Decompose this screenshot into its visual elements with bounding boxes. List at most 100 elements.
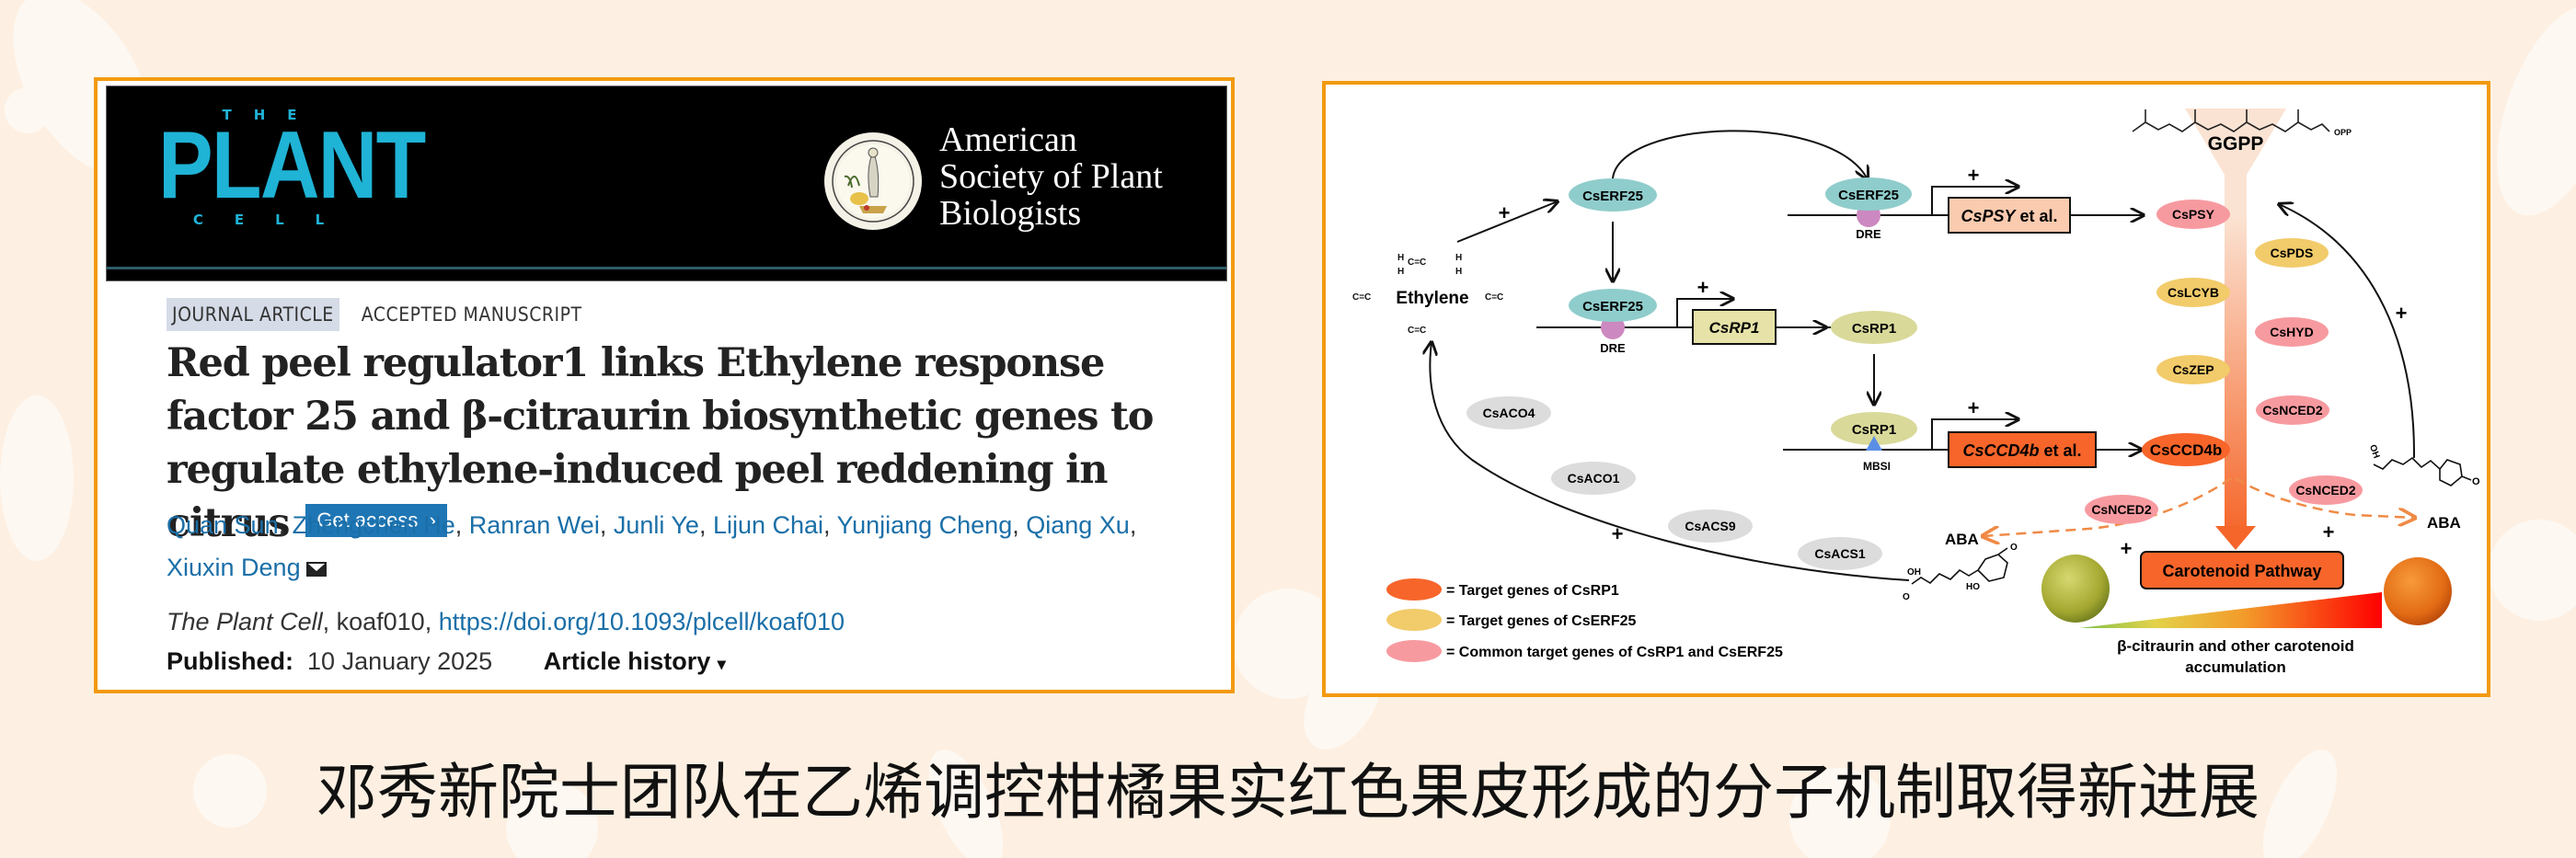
svg-text:CsRP1: CsRP1	[1852, 422, 1896, 438]
svg-text:= Common target genes of CsRP1: = Common target genes of CsRP1 and CsERF…	[1446, 645, 1783, 660]
cspsy-gene-box[interactable]	[1948, 197, 2071, 234]
article-title-text: Red peel regulator1 links Ethylene respo…	[167, 340, 1154, 546]
svg-text:CsERF25: CsERF25	[1582, 189, 1643, 204]
author-link[interactable]: Zhengchen He	[292, 511, 455, 539]
csrp1-protein[interactable]	[1831, 311, 1917, 344]
citation-line: The Plant Cell, koaf010, https://doi.org…	[167, 608, 845, 635]
green-fruit-image	[2041, 555, 2110, 623]
svg-text:CsCCD4b: CsCCD4b	[2150, 441, 2222, 459]
publication-info: Published: 10 January 2025 Article histo…	[167, 647, 726, 676]
csccd4b-gene-box[interactable]	[1948, 431, 2097, 468]
svg-text:CsERF25: CsERF25	[1582, 299, 1643, 315]
author-list: Quan Sun, Zhengchen He, Ranran Wei, Junl…	[167, 511, 1137, 581]
published-label: Published:	[167, 647, 294, 675]
svg-text:CsHYD: CsHYD	[2270, 325, 2313, 339]
svg-text:+: +	[2396, 302, 2408, 325]
svg-text:= Target genes of CsRP1: = Target genes of CsRP1	[1446, 583, 1619, 599]
svg-text:OH: OH	[2367, 443, 2381, 460]
svg-text:CsACS1: CsACS1	[1814, 546, 1865, 561]
enzyme-cshyd[interactable]	[2255, 317, 2329, 347]
cserf25-protein[interactable]	[1825, 177, 1912, 211]
journal-name: The Plant Cell	[167, 608, 323, 635]
ethylene-molecules: C=C C=C C=C C=C H H H H	[1352, 253, 1503, 336]
ggpp-label: GGPP	[2208, 133, 2264, 154]
svg-text:accumulation: accumulation	[2185, 658, 2286, 676]
svg-text:OH: OH	[1907, 567, 1921, 578]
svg-text:CsACS9: CsACS9	[1685, 519, 1735, 533]
aba-molecule-left	[1911, 547, 2008, 585]
svg-text:Carotenoid Pathway: Carotenoid Pathway	[2162, 562, 2321, 580]
svg-text:C=C: C=C	[1352, 292, 1371, 303]
author-link[interactable]: Xiuxin Deng	[167, 554, 301, 581]
svg-text:CsACO4: CsACO4	[1483, 406, 1535, 420]
author-link[interactable]: Junli Ye	[613, 511, 699, 539]
enzyme-csnced2-left[interactable]	[2085, 495, 2158, 524]
aspb-seal-icon[interactable]	[822, 131, 924, 232]
aba-label: ABA	[1945, 531, 1979, 548]
enzyme-cslcyb[interactable]	[2156, 278, 2230, 307]
svg-text:CsNCED2: CsNCED2	[2295, 483, 2356, 498]
enzyme-csacs1[interactable]	[1798, 537, 1882, 570]
doi-link[interactable]: https://doi.org/10.1093/plcell/koaf010	[438, 608, 845, 635]
mbsi-element	[1866, 436, 1882, 451]
aspb-name[interactable]: American Society of Plant Biologists	[939, 120, 1163, 233]
csrp1-protein[interactable]	[1831, 412, 1917, 445]
orange-fruit-image	[2384, 557, 2452, 625]
svg-text:CsRP1: CsRP1	[1852, 321, 1896, 337]
enzyme-csaco4[interactable]	[1466, 396, 1551, 429]
enzyme-cszep[interactable]	[2156, 355, 2230, 384]
dre-label: DRE	[1600, 341, 1626, 355]
email-icon[interactable]	[305, 562, 327, 577]
svg-text:O: O	[2472, 476, 2480, 487]
svg-text:CsCCD4b et al.: CsCCD4b et al.	[1962, 441, 2081, 460]
caret-down-icon: ▾	[717, 655, 726, 673]
svg-text:CsNCED2: CsNCED2	[2091, 502, 2152, 517]
svg-text:C=C: C=C	[1408, 326, 1426, 336]
header-rule	[107, 267, 1226, 269]
svg-text:HO: HO	[1966, 582, 1980, 592]
ggpp-chain	[2132, 121, 2330, 132]
accumulation-label: β-citraurin and other carotenoid	[2117, 637, 2354, 655]
cserf25-protein[interactable]	[1569, 289, 1657, 322]
svg-text:CsPDS: CsPDS	[2271, 246, 2314, 260]
article-history-toggle[interactable]: Article history ▾	[543, 647, 726, 675]
pathway-arrowhead	[2215, 526, 2256, 550]
svg-text:C=C: C=C	[1485, 292, 1503, 303]
enzyme-csccd4b[interactable]	[2142, 433, 2230, 466]
get-access-button[interactable]: Get access ›	[305, 504, 447, 537]
svg-text:H: H	[1397, 267, 1404, 277]
svg-text:CsZEP: CsZEP	[2172, 362, 2214, 377]
enzyme-csacs9[interactable]	[1668, 509, 1753, 543]
enzyme-csnced2-right[interactable]	[2289, 475, 2363, 505]
article-type-tags: JOURNAL ARTICLE ACCEPTED MANUSCRIPT	[167, 298, 588, 331]
svg-text:+: +	[1968, 164, 1980, 187]
enzyme-csnced2[interactable]	[2256, 395, 2329, 425]
svg-text:C=C: C=C	[1408, 257, 1426, 268]
legend-swatch-erf25	[1386, 609, 1442, 631]
carotenoid-pathway-box[interactable]	[2140, 551, 2344, 589]
svg-text:O: O	[1903, 592, 1910, 602]
author-link[interactable]: Ranran Wei	[468, 511, 600, 539]
mechanism-diagram-panel	[1322, 81, 2490, 697]
ethylene-biosynthesis-genes: CsACO4 CsACO1 CsACS9 CsACS1	[1466, 396, 1882, 570]
svg-text:O: O	[2010, 543, 2018, 553]
mbsi-label: MBSI	[1863, 460, 1891, 473]
accepted-manuscript-tag: ACCEPTED MANUSCRIPT	[361, 303, 582, 326]
enzyme-csaco1[interactable]	[1551, 462, 1636, 495]
svg-text:CsPSY: CsPSY	[2172, 207, 2215, 222]
svg-text:H: H	[1397, 253, 1404, 263]
logo-the: THE	[222, 107, 319, 123]
svg-text:H: H	[1455, 253, 1462, 263]
enzyme-cspds[interactable]	[2255, 238, 2329, 268]
author-link[interactable]: Quan Sun	[167, 511, 279, 539]
author-link[interactable]: Qiang Xu	[1026, 511, 1130, 539]
article-title: Red peel regulator1 links Ethylene respo…	[167, 337, 1206, 550]
aba-molecule-right	[2373, 456, 2472, 486]
author-link[interactable]: Lijun Chai	[712, 511, 824, 539]
diagram-legend: = Target genes of CsRP1 = Target genes o…	[1386, 578, 1783, 662]
cserf25-protein[interactable]	[1569, 178, 1657, 212]
logo-cell: CELL	[192, 212, 356, 228]
enzyme-cspsy[interactable]	[2156, 200, 2230, 229]
author-link[interactable]: Yunjiang Cheng	[836, 511, 1013, 539]
